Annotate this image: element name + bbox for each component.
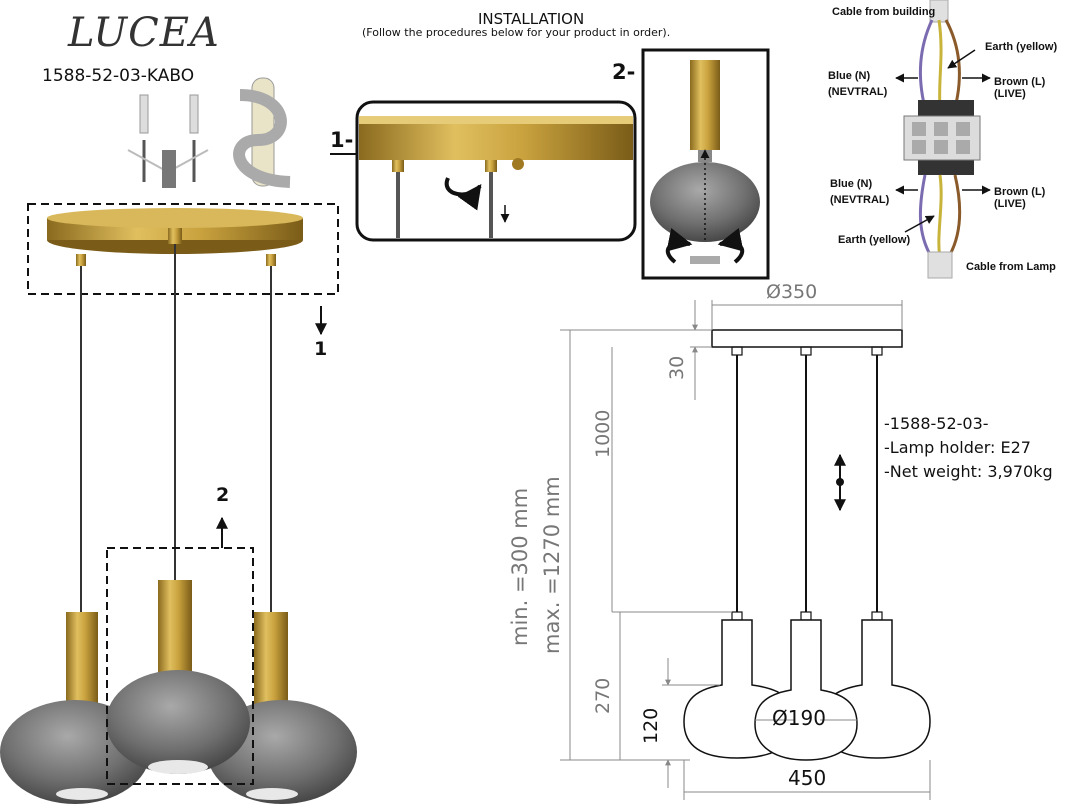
step2-detail-panel [641, 48, 770, 280]
wire-label-earth-top: Earth (yellow) [985, 41, 1058, 53]
dim-max-height: max. =1270 mm [540, 476, 564, 654]
dim-cable-length: 1000 [592, 409, 614, 458]
wire-label-cable-lamp: Cable from Lamp [966, 261, 1056, 273]
wire-label-blue-top-1: Blue (N) [828, 70, 871, 82]
dim-canopy-diameter: Ø350 [766, 281, 818, 303]
step1-highlight-box [27, 203, 339, 295]
cables-render [80, 244, 272, 612]
model-number: 1588-52-03-KABO [42, 66, 195, 86]
rotate-icon [665, 228, 693, 264]
step2-highlight-box [106, 547, 254, 785]
height-adjust-icon [834, 453, 846, 512]
wire-label-blue-bottom-2: (NEVTRAL) [830, 194, 890, 206]
dim-globe-height: 120 [640, 707, 662, 744]
spec-net-weight: -Net weight: 3,970kg [884, 462, 1053, 481]
rotate-icon [444, 177, 482, 211]
step1-marker: 1 [314, 338, 328, 360]
wire-label-blue-bottom-1: Blue (N) [830, 178, 873, 190]
dim-total-width: 450 [788, 766, 827, 790]
dim-lamp-height: 270 [592, 677, 614, 714]
wire-label-brown-bottom: Brown (L) (LIVE) [994, 186, 1046, 210]
installation-title: INSTALLATION [478, 10, 585, 28]
spec-lamp-holder: -Lamp holder: E27 [884, 438, 1031, 457]
wire-label-brown-top: Brown (L) (LIVE) [994, 76, 1046, 100]
wiring-diagram [895, 0, 991, 279]
dim-canopy-height: 30 [666, 355, 688, 380]
step2-marker: 2 [216, 484, 230, 506]
step2-label: 2- [612, 60, 636, 84]
dimension-drawing [683, 329, 931, 761]
dim-globe-diameter: Ø190 [772, 706, 826, 730]
canopy-render [47, 208, 303, 266]
hardware-icons [127, 77, 291, 188]
dimension-lines [560, 300, 931, 800]
spec-code: -1588-52-03- [884, 414, 989, 433]
dim-min-height: min. =300 mm [508, 487, 532, 646]
step1-label: 1- [330, 128, 354, 152]
pendant-center-render [106, 580, 250, 774]
installation-subtitle: (Follow the procedures below for your pr… [362, 26, 671, 39]
brand-title: LUCEA [68, 10, 220, 56]
step1-detail-panel [355, 100, 637, 242]
wire-label-earth-bottom: Earth (yellow) [838, 234, 911, 246]
wire-label-blue-top-2: (NEVTRAL) [828, 86, 888, 98]
wire-label-cable-building: Cable from building [832, 6, 936, 18]
